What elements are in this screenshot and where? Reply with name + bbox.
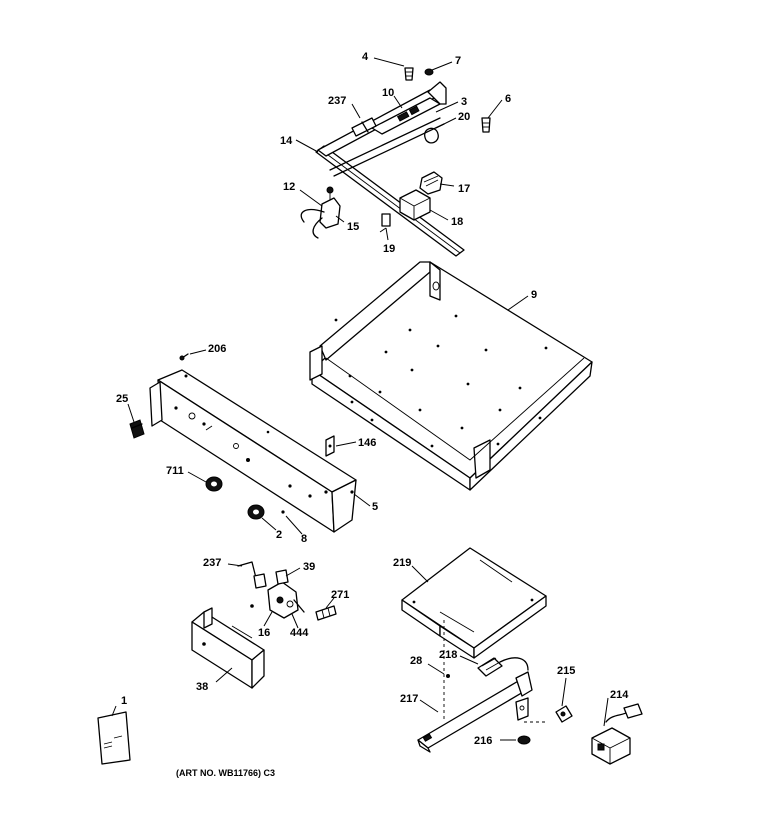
clamp-20 [424, 127, 439, 144]
callout-10: 10 [382, 87, 394, 99]
valve-assembly [237, 561, 337, 621]
callout-217: 217 [400, 693, 418, 705]
orifice-4 [404, 67, 414, 81]
callout-146: 146 [358, 437, 376, 449]
callout-216: 216 [474, 735, 492, 747]
callout-6: 6 [505, 93, 511, 105]
orifice-7 [424, 68, 434, 76]
heat-shield-219 [401, 547, 547, 659]
callout-3: 3 [461, 96, 467, 108]
orifice-6 [481, 117, 491, 133]
callout-219: 219 [393, 557, 411, 569]
screw-28 [446, 674, 450, 678]
callout-16: 16 [258, 627, 270, 639]
callout-labels: 4 7 237 10 3 6 20 14 17 12 15 18 19 9 20… [116, 51, 629, 778]
grommet-216 [517, 735, 531, 745]
manifold-panel-5 [129, 353, 357, 533]
igniter-271 [315, 605, 337, 621]
callout-8: 8 [301, 533, 307, 545]
callout-38: 38 [196, 681, 208, 693]
callout-39: 39 [303, 561, 315, 573]
callout-218: 218 [439, 649, 457, 661]
valve-237 [351, 117, 377, 137]
grommet-25 [129, 419, 145, 439]
callout-28: 28 [410, 655, 422, 667]
callout-711: 711 [166, 465, 184, 477]
clip-19 [381, 213, 391, 227]
cover-38 [191, 607, 265, 689]
leader-lines [111, 57, 609, 741]
callout-20: 20 [458, 111, 470, 123]
callout-2: 2 [276, 529, 282, 541]
art-number: (ART NO. WB11766) C3 [176, 768, 275, 778]
callout-9: 9 [531, 289, 537, 301]
owner-manual-1 [97, 711, 131, 765]
callout-14: 14 [280, 135, 293, 147]
thermostat-12 [319, 197, 341, 229]
callout-271: 271 [331, 589, 349, 601]
callout-17: 17 [458, 183, 470, 195]
callout-237-mid: 237 [203, 557, 221, 569]
callout-25: 25 [116, 393, 128, 405]
callout-206: 206 [208, 343, 226, 355]
callout-444: 444 [290, 627, 309, 639]
callout-5: 5 [372, 501, 378, 513]
bracket-217 [417, 620, 643, 765]
callout-18: 18 [451, 216, 463, 228]
screw-8 [281, 510, 285, 514]
callout-215: 215 [557, 665, 575, 677]
callout-7: 7 [455, 55, 461, 67]
manifold-assembly [300, 67, 491, 257]
callout-1: 1 [121, 695, 127, 707]
callout-19: 19 [383, 243, 395, 255]
pan-holes [334, 314, 548, 448]
clamp-218 [477, 657, 503, 677]
callout-15: 15 [347, 221, 359, 233]
fitting-39 [275, 569, 289, 585]
callout-4: 4 [362, 51, 369, 63]
spark-module-214 [591, 727, 631, 765]
callout-12: 12 [283, 181, 295, 193]
burner-box-9 [309, 261, 593, 491]
callout-214: 214 [610, 689, 629, 701]
callout-237-top: 237 [328, 95, 346, 107]
